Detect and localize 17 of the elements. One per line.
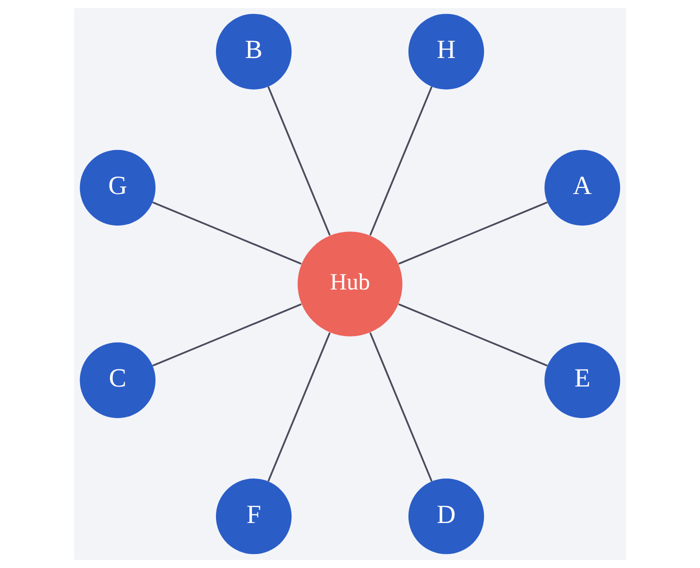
- connector: [152, 303, 302, 367]
- connector: [267, 86, 331, 236]
- connector: [369, 86, 433, 236]
- connector: [398, 303, 548, 367]
- node-circle: D: [408, 478, 484, 554]
- node-circle: C: [80, 342, 156, 418]
- node-circle: G: [80, 150, 156, 226]
- node-circle: Hub: [298, 232, 402, 336]
- connector: [398, 201, 548, 265]
- connector: [152, 201, 302, 265]
- connector: [369, 332, 433, 482]
- node-circle: F: [216, 478, 292, 554]
- node-circle: H: [408, 14, 484, 90]
- node-circle: A: [544, 150, 620, 226]
- connector: [267, 332, 331, 482]
- node-circle: B: [216, 14, 292, 90]
- node-circle: E: [544, 342, 620, 418]
